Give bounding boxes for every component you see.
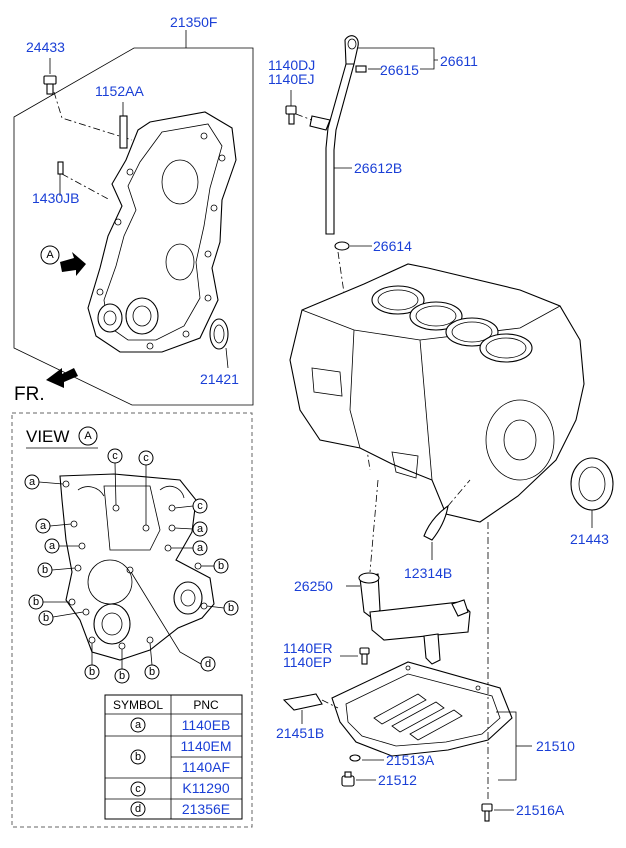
label-26250: 26250 xyxy=(294,578,333,594)
view-a-marker-letter: A xyxy=(46,249,54,261)
timing-cover-group: A FR. xyxy=(13,30,254,406)
view-a-callout-leaders xyxy=(38,462,225,669)
leader-26611-a xyxy=(358,47,438,61)
timing-cover-21350F xyxy=(87,111,237,353)
bolt-24433 xyxy=(43,75,57,95)
table-header-pnc: PNC xyxy=(193,698,219,712)
table-row-symbol: c xyxy=(135,783,141,795)
table-row-pnc: K11290 xyxy=(182,780,229,796)
o-ring-26614 xyxy=(334,241,350,251)
label-21443: 21443 xyxy=(570,531,609,547)
label-1140DJ: 1140DJ xyxy=(268,57,315,73)
timing-cover-group-outline xyxy=(13,47,254,406)
rear-seal-21443 xyxy=(570,457,614,511)
callout-a: a xyxy=(40,520,47,532)
callout-b: b xyxy=(42,564,48,576)
callout-a: a xyxy=(197,523,204,535)
dipstick-handle-26611 xyxy=(344,35,359,65)
view-a-callouts xyxy=(24,448,239,684)
callout-b: b xyxy=(228,602,234,614)
callout-b: b xyxy=(218,560,224,572)
table-row-symbol: b xyxy=(135,751,141,763)
view-a-callout-letters: a c c c a a a a b b b b b b b b d xyxy=(29,450,234,682)
label-21421: 21421 xyxy=(200,371,239,387)
oil-pan-21510 xyxy=(331,661,513,757)
symbol-table xyxy=(104,694,243,820)
axis-26250 xyxy=(369,479,379,573)
view-a-title: VIEW xyxy=(26,427,69,446)
axis-21451B xyxy=(321,699,339,709)
label-21516A: 21516A xyxy=(516,802,565,818)
callout-b: b xyxy=(33,596,39,608)
axis-1430JB xyxy=(61,173,111,201)
label-1152AA: 1152AA xyxy=(95,83,144,99)
label-26614: 26614 xyxy=(373,238,412,254)
label-21510: 21510 xyxy=(536,738,575,754)
seal-21421 xyxy=(209,318,229,350)
bolt-1140ER xyxy=(359,647,370,665)
label-24433: 24433 xyxy=(26,39,65,55)
view-a-title-letter: A xyxy=(84,430,92,442)
view-a-border xyxy=(11,412,253,828)
callout-b: b xyxy=(119,670,125,682)
callout-d: d xyxy=(205,658,211,670)
axis-1140DJ xyxy=(295,113,313,121)
bolt-1140DJ xyxy=(285,105,297,125)
table-row-symbol: d xyxy=(135,803,141,815)
table-row-symbol: a xyxy=(135,719,142,731)
table-row-pnc: 1140EB xyxy=(182,717,231,733)
table-row-pnc: 1140EM xyxy=(180,738,231,754)
stud-1152AA xyxy=(119,115,128,149)
callout-c: c xyxy=(143,452,149,464)
label-1140ER: 1140ER xyxy=(283,640,333,656)
gasket-21513A xyxy=(349,754,361,762)
baffle-21451B xyxy=(282,693,323,711)
callout-b: b xyxy=(149,666,155,678)
callout-c: c xyxy=(112,450,118,462)
bolt-21516A xyxy=(481,803,493,822)
callout-a: a xyxy=(29,476,36,488)
view-a-arrow-icon xyxy=(60,252,86,276)
label-1430JB: 1430JB xyxy=(32,190,79,206)
label-1140EP: 1140EP xyxy=(283,654,332,670)
label-1140EJ: 1140EJ xyxy=(268,71,314,87)
front-marker: FR. xyxy=(14,384,45,405)
pin-1430JB xyxy=(57,161,64,175)
label-21350F: 21350F xyxy=(170,14,217,30)
table-header-symbol: SYMBOL xyxy=(113,698,163,712)
table-row-pnc: 1140AF xyxy=(182,759,230,775)
callout-b: b xyxy=(89,666,95,678)
view-a-title-badge xyxy=(78,426,98,446)
view-a-marker xyxy=(40,245,86,276)
oil-strainer-26250 xyxy=(358,572,471,665)
label-26615: 26615 xyxy=(380,62,419,78)
label-12314B: 12314B xyxy=(404,565,452,581)
drain-plug-21512 xyxy=(341,771,355,787)
callout-a: a xyxy=(49,540,56,552)
callout-a: a xyxy=(197,542,204,554)
table-row-pnc: 21356E xyxy=(182,801,230,817)
axis-24433 xyxy=(53,91,133,141)
label-26612B: 26612B xyxy=(354,160,402,176)
label-26611: 26611 xyxy=(440,53,478,69)
cylinder-block xyxy=(289,263,585,523)
dipstick-group xyxy=(285,35,438,471)
label-21513A: 21513A xyxy=(386,752,435,768)
axis-12314B xyxy=(447,479,471,507)
bearing-12314B xyxy=(423,504,449,541)
label-21512: 21512 xyxy=(378,772,417,788)
dipstick-tube-26612B xyxy=(309,63,355,235)
o-ring-26615 xyxy=(355,65,367,73)
callout-c: c xyxy=(197,500,203,512)
view-a-cover xyxy=(59,473,215,661)
leader-21421 xyxy=(225,347,229,369)
front-arrow-icon xyxy=(46,368,78,388)
label-21451B: 21451B xyxy=(276,725,324,741)
callout-b: b xyxy=(43,612,49,624)
view-a-panel: VIEW A xyxy=(11,412,253,828)
leader-26611-b xyxy=(420,60,435,70)
